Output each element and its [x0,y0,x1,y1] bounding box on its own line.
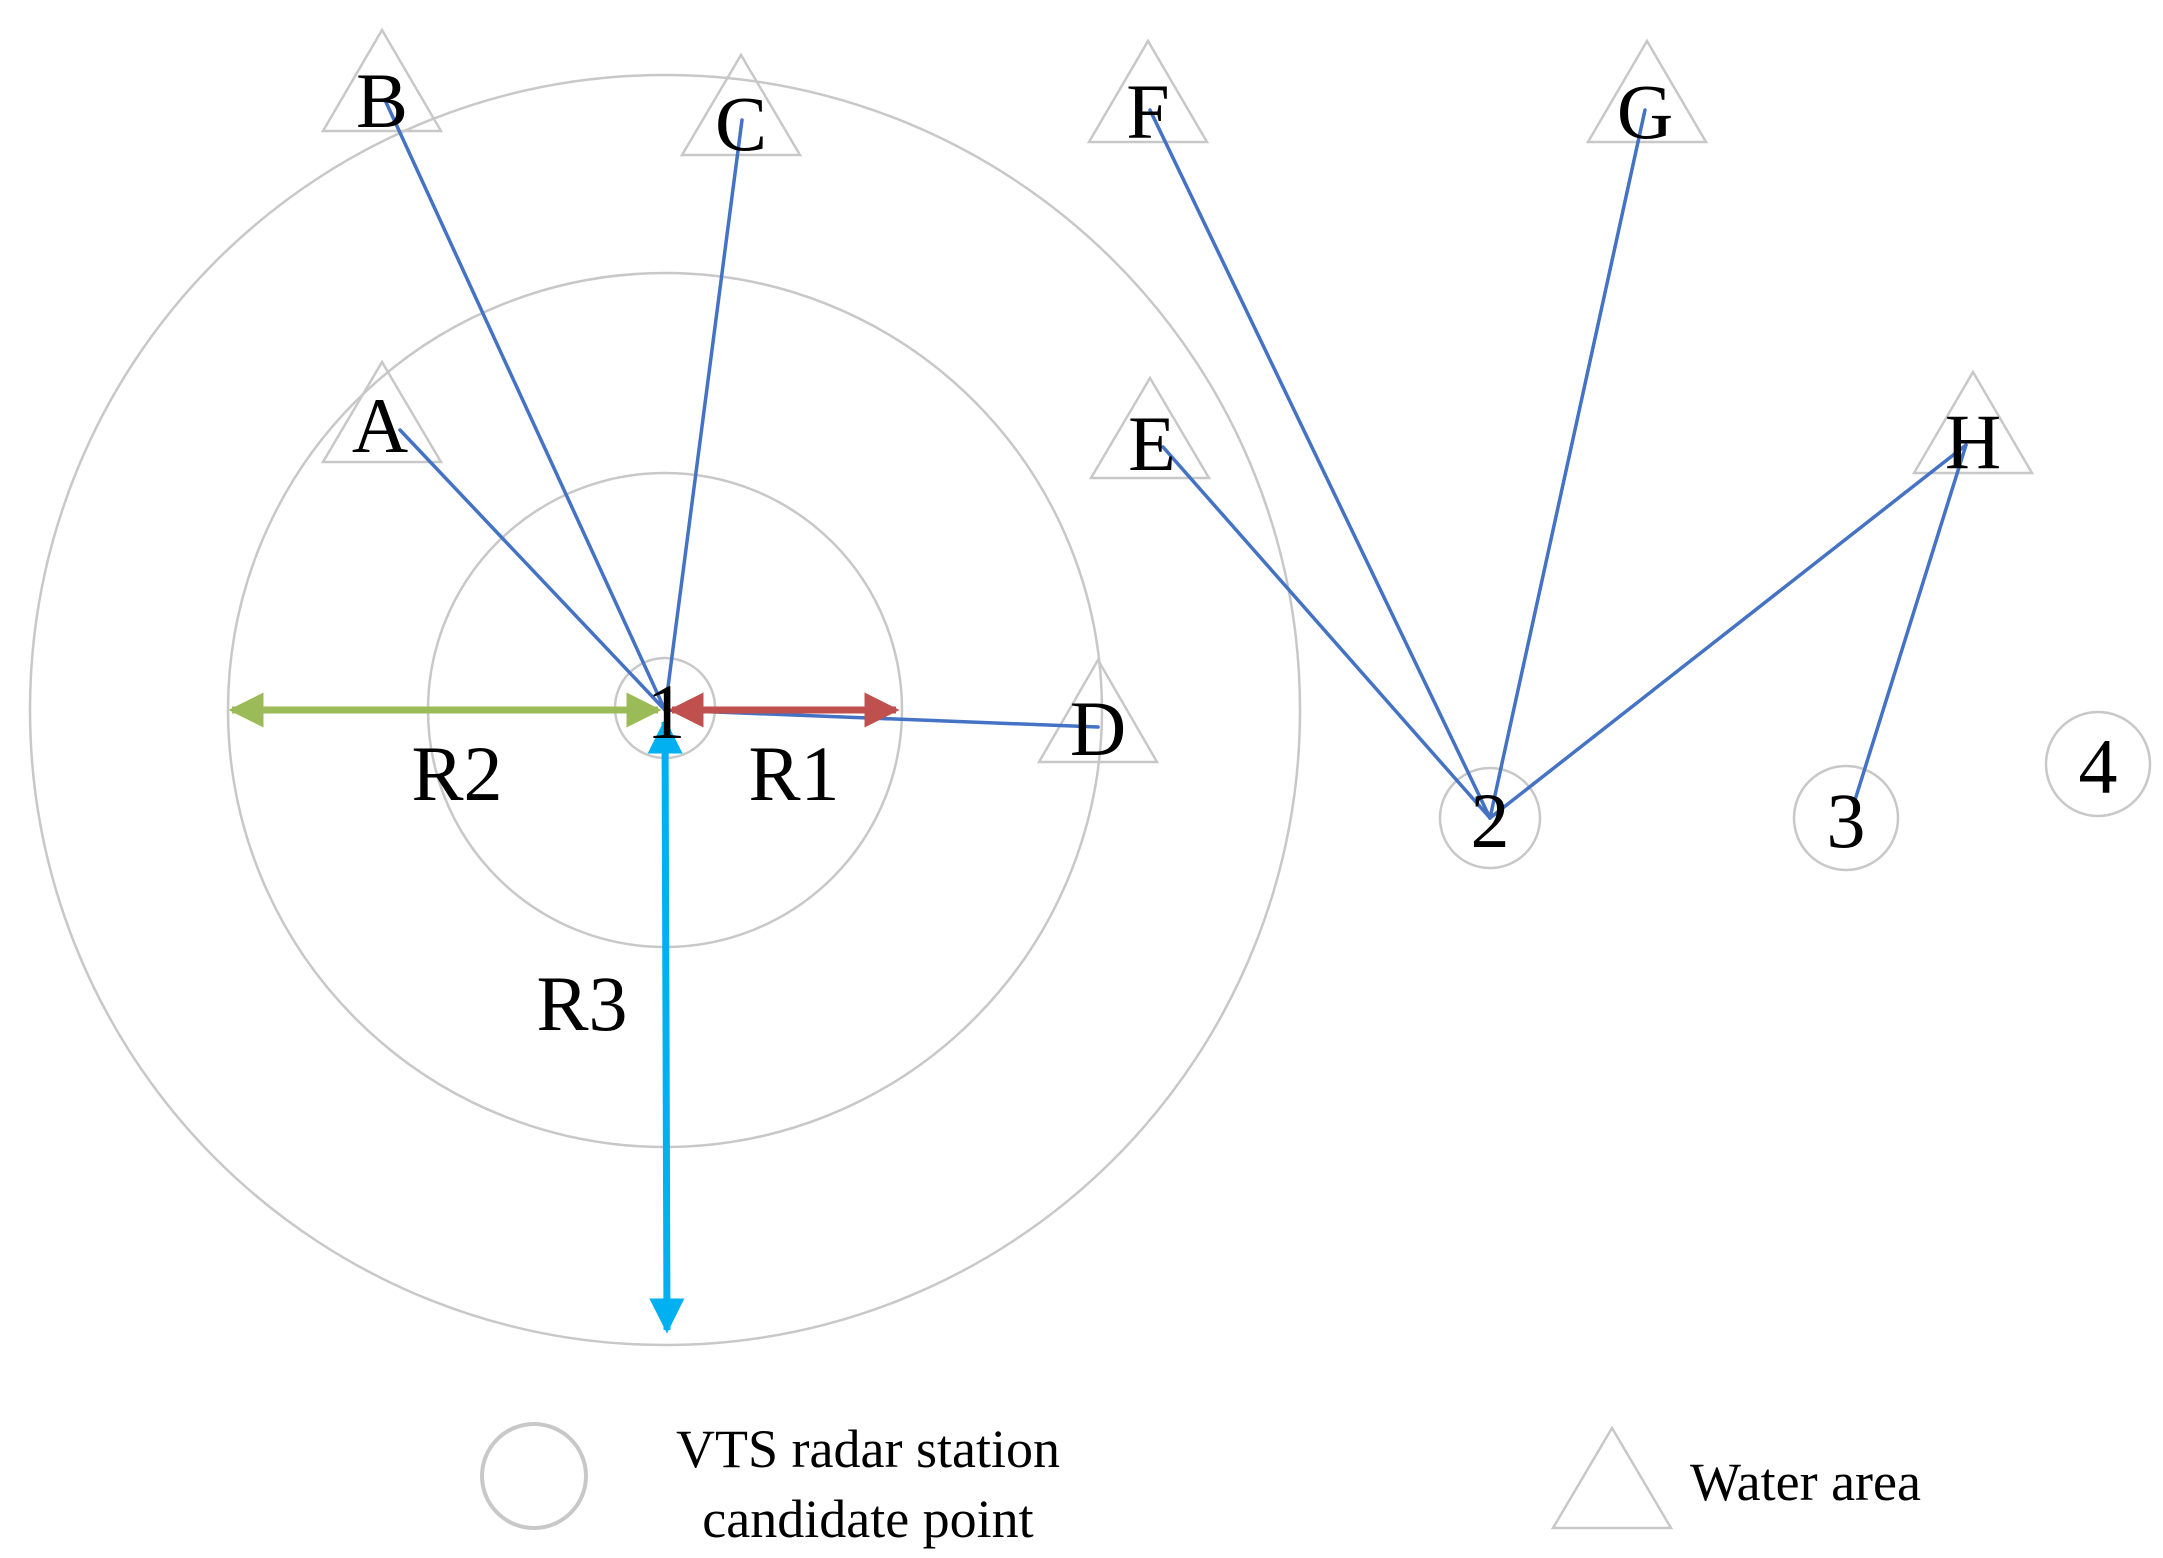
coverage-links [383,98,1968,820]
triangle-f [1086,38,1210,144]
legend-water-area-label: Water area [1690,1452,1921,1512]
link-1-c [663,118,744,712]
station-circle-2 [1438,766,1542,870]
label-h: H [1945,398,2001,485]
station-label-3: 3 [1827,777,1866,864]
link-2-h [1488,443,1968,820]
range-label-r1: R1 [748,730,839,817]
triangle-h [1911,369,2035,475]
station-circle-4 [2044,710,2152,818]
label-c: C [715,80,767,167]
station-labels: 1 2 3 4 [647,668,2118,864]
station-label-2: 2 [1471,777,1510,864]
label-d: D [1070,685,1126,772]
triangle-b [320,27,444,133]
station-label-4: 4 [2079,723,2118,810]
station-label-1: 1 [647,668,686,755]
range-label-r2: R2 [411,730,502,817]
legend-station-label-line1: VTS radar station [676,1419,1060,1479]
legend: VTS radar station candidate point Water … [480,1419,1921,1549]
label-f: F [1126,68,1169,155]
triangle-g [1585,38,1709,144]
triangle-a [320,359,444,464]
arrow-r3 [647,718,685,1334]
range-labels: R1 R2 R3 [411,730,839,1047]
link-2-e [1161,445,1492,820]
ring-r3 [28,73,1302,1347]
link-3-h [1853,443,1968,802]
label-g: G [1617,68,1673,155]
link-1-b [383,98,667,712]
triangle-c [679,52,803,157]
label-e: E [1128,400,1176,487]
link-2-f [1148,108,1492,820]
triangle-e [1088,375,1212,480]
label-b: B [356,57,408,144]
link-2-g [1488,108,1647,820]
range-arrows [228,692,900,1334]
link-1-a [398,428,667,712]
legend-station-icon [480,1422,588,1530]
station-circle-3 [1792,764,1900,872]
triangle-d [1036,657,1160,764]
range-label-r3: R3 [536,960,627,1047]
legend-water-area-icon [1550,1425,1674,1530]
water-area-symbols [320,27,2035,764]
water-area-labels: A B C D E F G H [352,57,2001,772]
station-symbols [613,656,2152,872]
label-a: A [352,382,408,469]
legend-station-label-line2: candidate point [702,1489,1033,1549]
